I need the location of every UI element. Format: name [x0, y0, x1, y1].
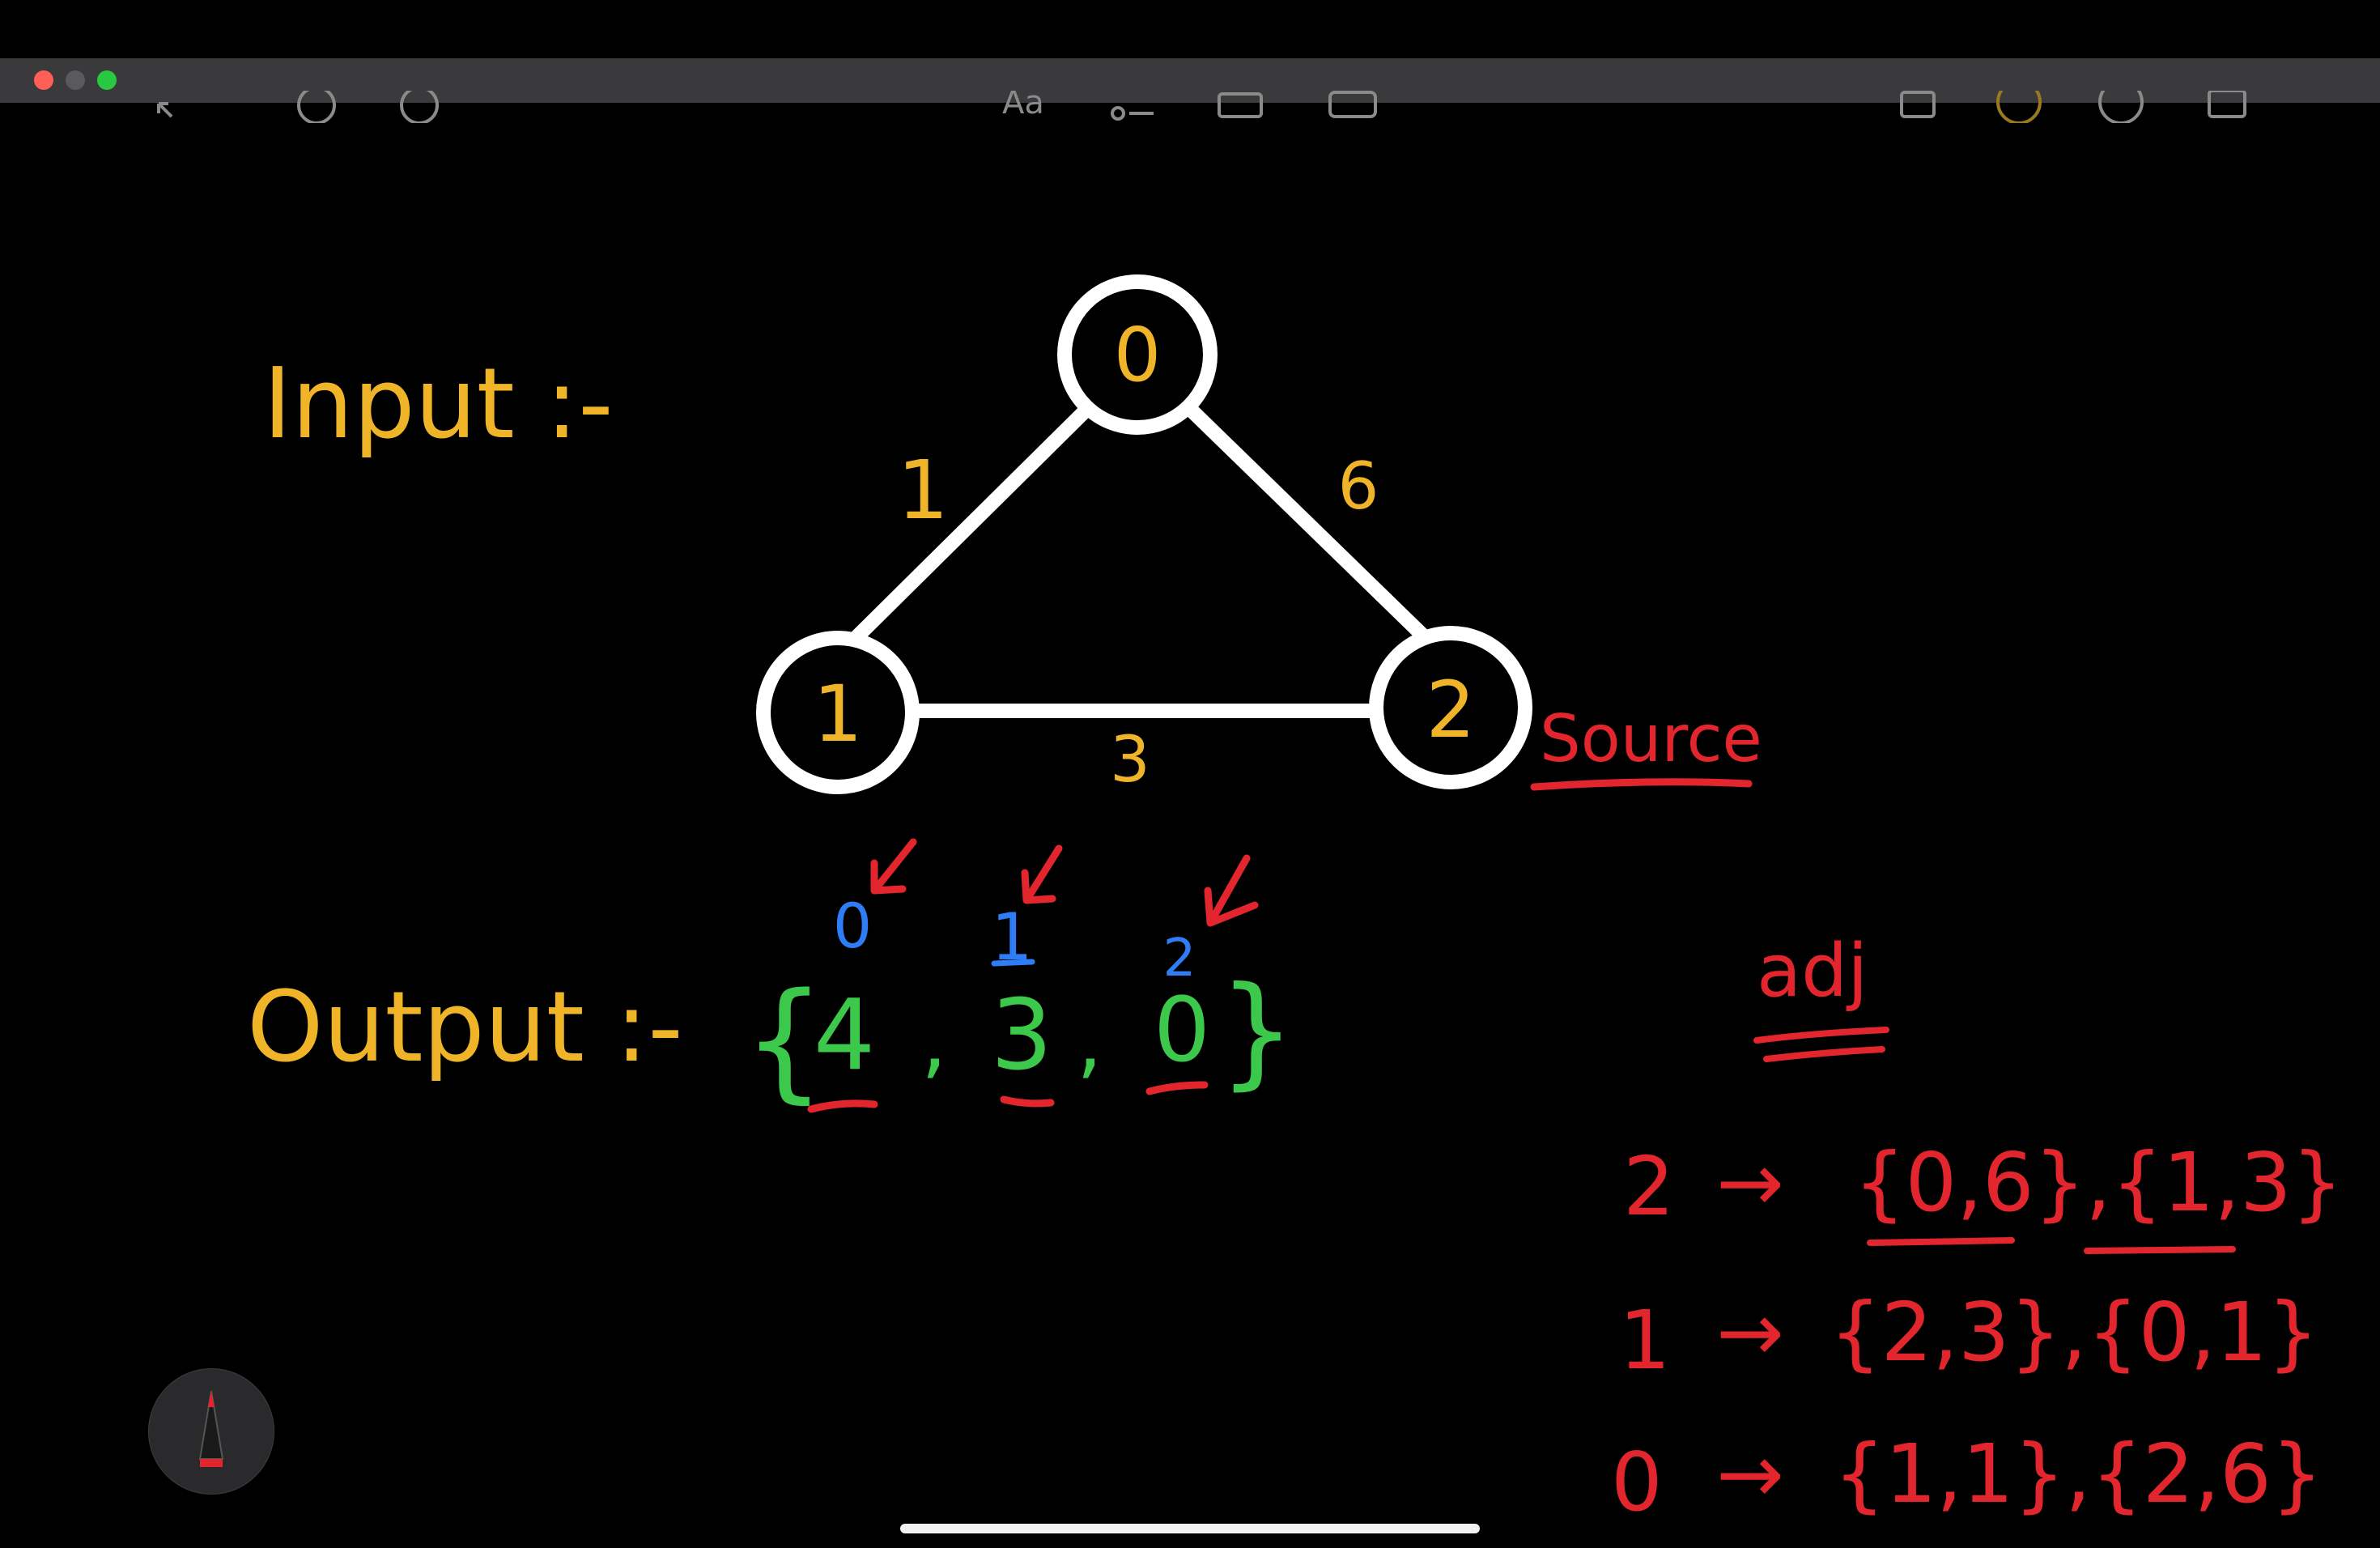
compose-icon[interactable] [2208, 91, 2246, 118]
checklist-icon[interactable] [1111, 106, 1154, 121]
markup-icon[interactable] [1996, 91, 2042, 123]
index-underline-1 [991, 959, 1035, 967]
zoom-button[interactable] [97, 70, 117, 90]
adj-underline-pair-0 [1867, 1237, 2015, 1246]
close-button[interactable] [34, 70, 53, 90]
node-label-0: 0 [1114, 312, 1162, 398]
output-index-2: 2 [1163, 929, 1196, 989]
pointer-arrow-0 [870, 838, 917, 895]
adjacency-row-1: 1 → {2,3},{0,1} [1619, 1285, 2318, 1388]
adj-underline-pair-1 [2084, 1246, 2236, 1254]
toolbar-icons: Aa [157, 91, 2246, 123]
adj-list-1: {2,3},{0,1} [1830, 1285, 2318, 1380]
adj-list-0: {1,1},{2,6} [1834, 1427, 2323, 1521]
output-value-0: 4 [814, 980, 875, 1092]
share-icon[interactable] [1900, 91, 1936, 118]
output-array: { 4 , 3 , 0 } 0 1 2 [743, 838, 1295, 1116]
table-icon[interactable] [1218, 92, 1263, 118]
pointer-arrow-2 [1204, 854, 1259, 927]
edge-0-2 [1183, 402, 1436, 649]
output-label: Output :- [247, 972, 683, 1084]
input-label: Input :- [263, 348, 614, 461]
adj-list-2: {0,6},{1,3} [1854, 1135, 2343, 1230]
source-underline [1530, 778, 1753, 791]
camera-icon[interactable] [1328, 91, 1377, 118]
close-brace: } [1218, 961, 1295, 1102]
value-underline-0 [807, 1099, 878, 1113]
adj-arrow-2: → [1716, 1135, 1784, 1230]
graph-node-2: 2 [1369, 626, 1532, 789]
output-value-2: 0 [1154, 978, 1210, 1082]
graph [843, 402, 1436, 718]
output-index-0: 0 [833, 890, 872, 962]
pencil-tool-button[interactable] [148, 1368, 274, 1495]
adjacency-row-0: 0 → {1,1},{2,6} [1611, 1427, 2323, 1529]
edge-0-1 [843, 404, 1092, 651]
text-tool-label[interactable]: Aa [1002, 91, 1044, 121]
node-label-2: 2 [1426, 665, 1475, 755]
edge-weight-0-2: 6 [1338, 449, 1379, 524]
edge-weight-0-1: 1 [897, 443, 949, 538]
adj-arrow-1: → [1716, 1285, 1784, 1380]
pointer-arrow-1 [1021, 844, 1063, 904]
separator-0: , [921, 993, 947, 1088]
pencil-icon [198, 1390, 224, 1467]
source-label: Source [1540, 701, 1762, 776]
notes-toolbar: Aa [0, 91, 2380, 123]
window-titlebar [0, 58, 2380, 103]
graph-node-0: 0 [1057, 274, 1218, 435]
adj-underline-1 [1753, 1027, 1889, 1044]
undo-icon[interactable] [400, 91, 439, 123]
adj-underline-2 [1763, 1046, 1885, 1062]
screen-top-band [0, 0, 2380, 58]
minimize-button[interactable] [66, 70, 85, 90]
value-underline-2 [1145, 1081, 1209, 1095]
value-underline-1 [1000, 1095, 1055, 1108]
adj-node-2: 2 [1623, 1139, 1675, 1234]
open-brace: { [743, 964, 826, 1116]
separator-1: , [1077, 993, 1103, 1088]
adj-label: adj [1757, 929, 1868, 1014]
edge-weight-1-2: 3 [1110, 724, 1150, 797]
graph-node-1: 1 [756, 631, 920, 794]
lasso-icon[interactable] [297, 91, 336, 123]
node-label-1: 1 [813, 669, 862, 759]
adj-node-1: 1 [1619, 1293, 1671, 1388]
adj-arrow-0: → [1716, 1427, 1784, 1521]
output-value-1: 3 [991, 980, 1052, 1092]
more-icon[interactable] [2098, 91, 2144, 123]
pointer-icon[interactable] [157, 102, 173, 118]
adjacency-row-2: 2 → {0,6},{1,3} [1623, 1135, 2343, 1234]
home-indicator[interactable] [900, 1524, 1480, 1533]
adj-node-0: 0 [1611, 1435, 1663, 1529]
